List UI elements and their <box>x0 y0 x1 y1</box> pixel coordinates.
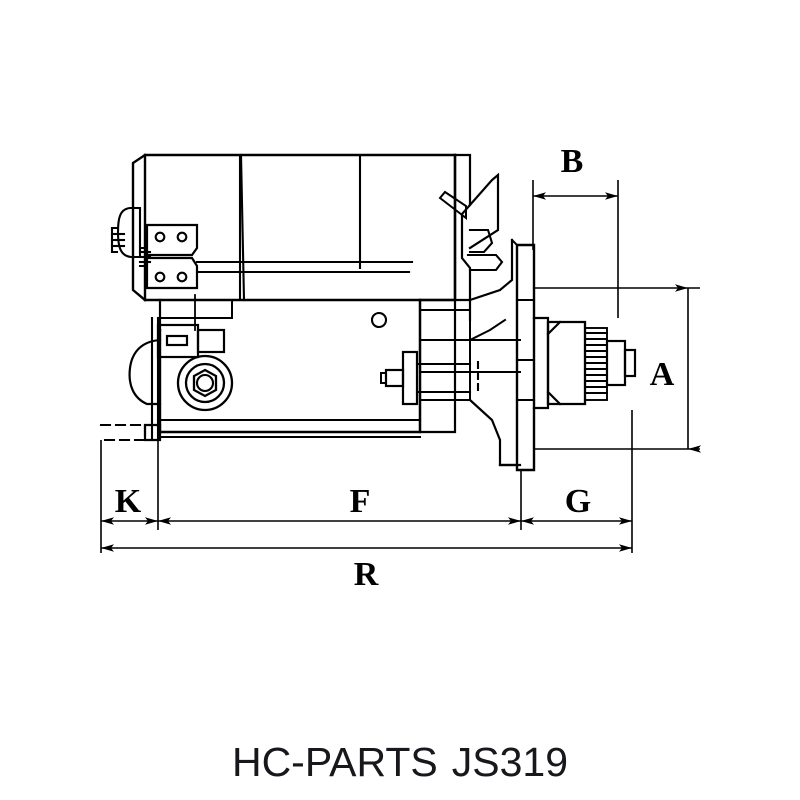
rear-projection-dashed <box>99 423 147 442</box>
pinion-drive-assembly <box>532 316 587 410</box>
dimension-label-K: K <box>115 483 142 520</box>
terminal-stud <box>380 350 480 406</box>
hex-nut-boss <box>176 354 234 412</box>
brush-holder-bracket <box>138 223 199 290</box>
through-bolt <box>195 260 414 274</box>
dimension-label-F: F <box>350 483 371 520</box>
shaft-end <box>605 339 637 387</box>
electrical-connector <box>150 316 226 442</box>
dimension-B <box>532 180 619 318</box>
dimension-label-B: B <box>561 143 584 180</box>
dimension-A <box>533 284 701 453</box>
pinion-gear-teeth <box>584 327 608 401</box>
dimension-label-A: A <box>650 356 675 393</box>
dimension-label-G: G <box>565 483 591 520</box>
starter-motor-assembly <box>99 153 637 472</box>
dimension-label-R: R <box>354 556 379 593</box>
mounting-flange <box>498 238 536 472</box>
rear-end-cap-boss <box>110 206 142 259</box>
